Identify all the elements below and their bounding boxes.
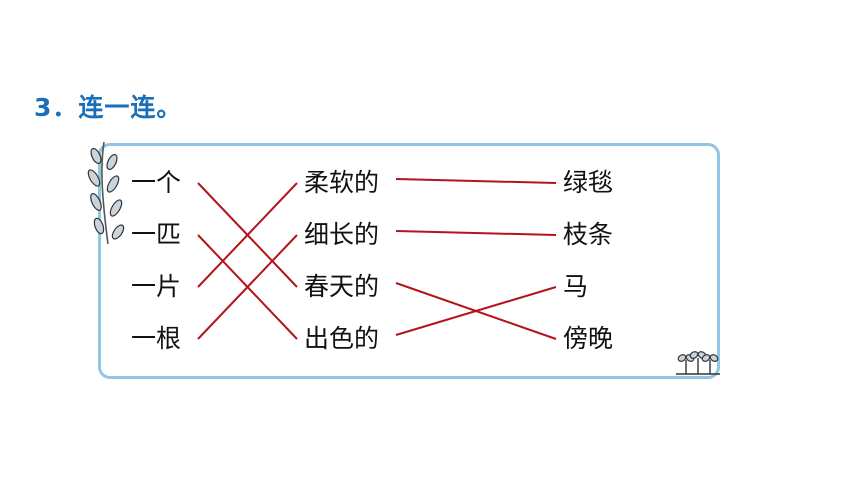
adjective-2[interactable]: 细长的 [304, 220, 380, 249]
connection-line-right-1 [395, 178, 557, 184]
connection-line-left-4 [197, 234, 298, 340]
measure-word-1[interactable]: 一个 [131, 168, 182, 197]
willow-branch-icon [87, 141, 125, 245]
connection-line-right-4 [395, 286, 557, 336]
noun-1[interactable]: 绿毯 [563, 168, 614, 197]
matching-board [98, 143, 720, 379]
measure-word-3[interactable]: 一片 [131, 272, 182, 301]
exercise-title: 3．连一连。 [34, 93, 183, 122]
connection-line-right-2 [395, 230, 557, 236]
adjective-3[interactable]: 春天的 [304, 272, 380, 301]
noun-2[interactable]: 枝条 [563, 220, 614, 249]
measure-word-2[interactable]: 一匹 [131, 220, 182, 249]
connection-line-left-3 [197, 182, 298, 288]
sprout-icon [676, 351, 720, 375]
measure-word-4[interactable]: 一根 [131, 324, 182, 353]
noun-3[interactable]: 马 [563, 272, 589, 301]
adjective-1[interactable]: 柔软的 [304, 168, 380, 197]
noun-4[interactable]: 傍晚 [563, 324, 614, 353]
adjective-4[interactable]: 出色的 [304, 324, 380, 353]
